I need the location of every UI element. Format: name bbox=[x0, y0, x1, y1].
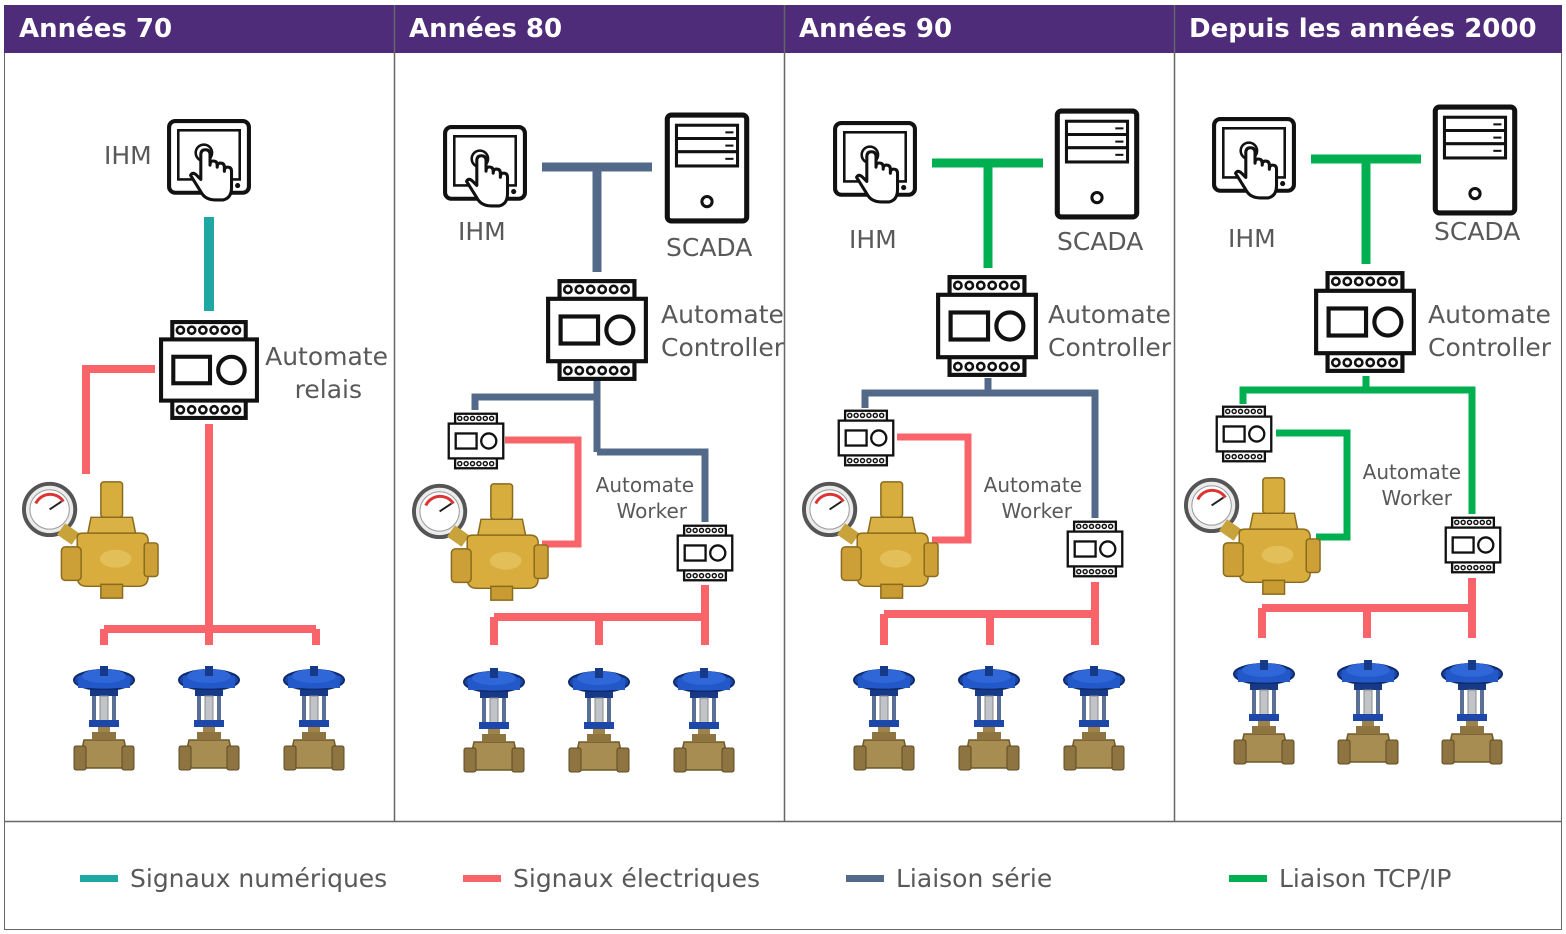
control-valve-icon bbox=[283, 665, 345, 771]
hmi-label: IHM bbox=[458, 217, 506, 246]
control-valve-icon bbox=[178, 665, 240, 771]
controller-label: Controller bbox=[661, 333, 785, 362]
pressure-regulator-icon bbox=[24, 482, 158, 598]
worker-label: Automate bbox=[1363, 460, 1461, 484]
pressure-regulator-icon bbox=[1186, 478, 1320, 594]
electric-line-regulator bbox=[82, 365, 155, 474]
control-valve-icon bbox=[1233, 659, 1295, 765]
legend-label: Signaux numériques bbox=[130, 863, 388, 893]
header-1970s: Années 70 bbox=[4, 5, 394, 53]
legend-swatch bbox=[1229, 874, 1267, 882]
worker-plc-icon bbox=[447, 412, 505, 470]
hmi-label: IHM bbox=[104, 141, 152, 170]
hmi-icon bbox=[445, 127, 525, 206]
worker-plc-icon bbox=[1215, 405, 1273, 463]
controller-label: Automate bbox=[1428, 300, 1551, 329]
pressure-regulator-icon bbox=[414, 484, 548, 600]
controller-label: Automate bbox=[265, 342, 388, 371]
legend-label: Signaux électriques bbox=[513, 863, 761, 893]
legend-swatch bbox=[80, 874, 118, 882]
hmi-label: IHM bbox=[1228, 224, 1276, 253]
controller-plc-icon bbox=[1316, 273, 1414, 371]
scada-server-icon bbox=[1057, 111, 1136, 217]
legend-item-digital: Signaux numériques bbox=[80, 862, 387, 894]
controller-label: relais bbox=[295, 375, 362, 404]
legend-item-serial: Liaison série bbox=[846, 862, 1052, 894]
controller-label: Automate bbox=[661, 300, 784, 329]
column-1970s: IHM Automate relais bbox=[24, 121, 388, 771]
controller-label: Automate bbox=[1048, 300, 1171, 329]
worker-plc-icon bbox=[1066, 520, 1124, 578]
legend-item-electric: Signaux électriques bbox=[463, 862, 760, 894]
controller-label: Controller bbox=[1048, 333, 1172, 362]
column-2000s: IHM SCADA Automate Controller Automate W… bbox=[1186, 107, 1552, 765]
worker-plc-icon bbox=[676, 524, 734, 582]
column-1980s: IHM SCADA Automate Controller Automate W… bbox=[414, 115, 785, 773]
worker-label: Automate bbox=[596, 473, 694, 497]
header-2000s: Depuis les années 2000 bbox=[1174, 5, 1562, 53]
legend-swatch bbox=[463, 874, 501, 882]
control-valve-icon bbox=[1441, 659, 1503, 765]
control-valve-icon bbox=[463, 667, 525, 773]
control-valve-icon bbox=[958, 665, 1020, 771]
relay-plc-icon bbox=[161, 322, 257, 418]
scada-label: SCADA bbox=[1434, 217, 1520, 246]
scada-label: SCADA bbox=[666, 233, 752, 262]
control-valve-icon bbox=[73, 665, 135, 771]
hmi-label: IHM bbox=[849, 225, 897, 254]
controller-plc-icon bbox=[548, 281, 646, 379]
legend-label: Liaison TCP/IP bbox=[1279, 863, 1452, 893]
control-valve-icon bbox=[1063, 665, 1125, 771]
control-valve-icon bbox=[1337, 659, 1399, 765]
control-valve-icon bbox=[853, 665, 915, 771]
worker-label: Worker bbox=[617, 499, 688, 523]
legend-label: Liaison série bbox=[896, 863, 1053, 893]
legend-swatch bbox=[846, 874, 884, 882]
controller-plc-icon bbox=[938, 277, 1036, 375]
control-valve-icon bbox=[568, 667, 630, 773]
worker-plc-icon bbox=[837, 409, 895, 467]
controller-label: Controller bbox=[1428, 333, 1552, 362]
scada-server-icon bbox=[667, 115, 746, 221]
scada-server-icon bbox=[1435, 107, 1514, 213]
column-1990s: IHM SCADA Automate Controller Automate W… bbox=[804, 111, 1172, 771]
hmi-icon bbox=[835, 123, 915, 202]
header-1980s: Années 80 bbox=[394, 5, 784, 53]
header-1990s: Années 90 bbox=[784, 5, 1174, 53]
hmi-icon bbox=[1214, 119, 1294, 198]
worker-label: Worker bbox=[1382, 486, 1453, 510]
control-valve-icon bbox=[673, 667, 735, 773]
worker-label: Worker bbox=[1002, 499, 1073, 523]
scada-label: SCADA bbox=[1057, 227, 1143, 256]
pressure-regulator-icon bbox=[804, 482, 938, 598]
legend-item-tcpip: Liaison TCP/IP bbox=[1229, 862, 1451, 894]
hmi-icon bbox=[169, 121, 249, 200]
worker-plc-icon bbox=[1444, 516, 1502, 574]
worker-label: Automate bbox=[984, 473, 1082, 497]
